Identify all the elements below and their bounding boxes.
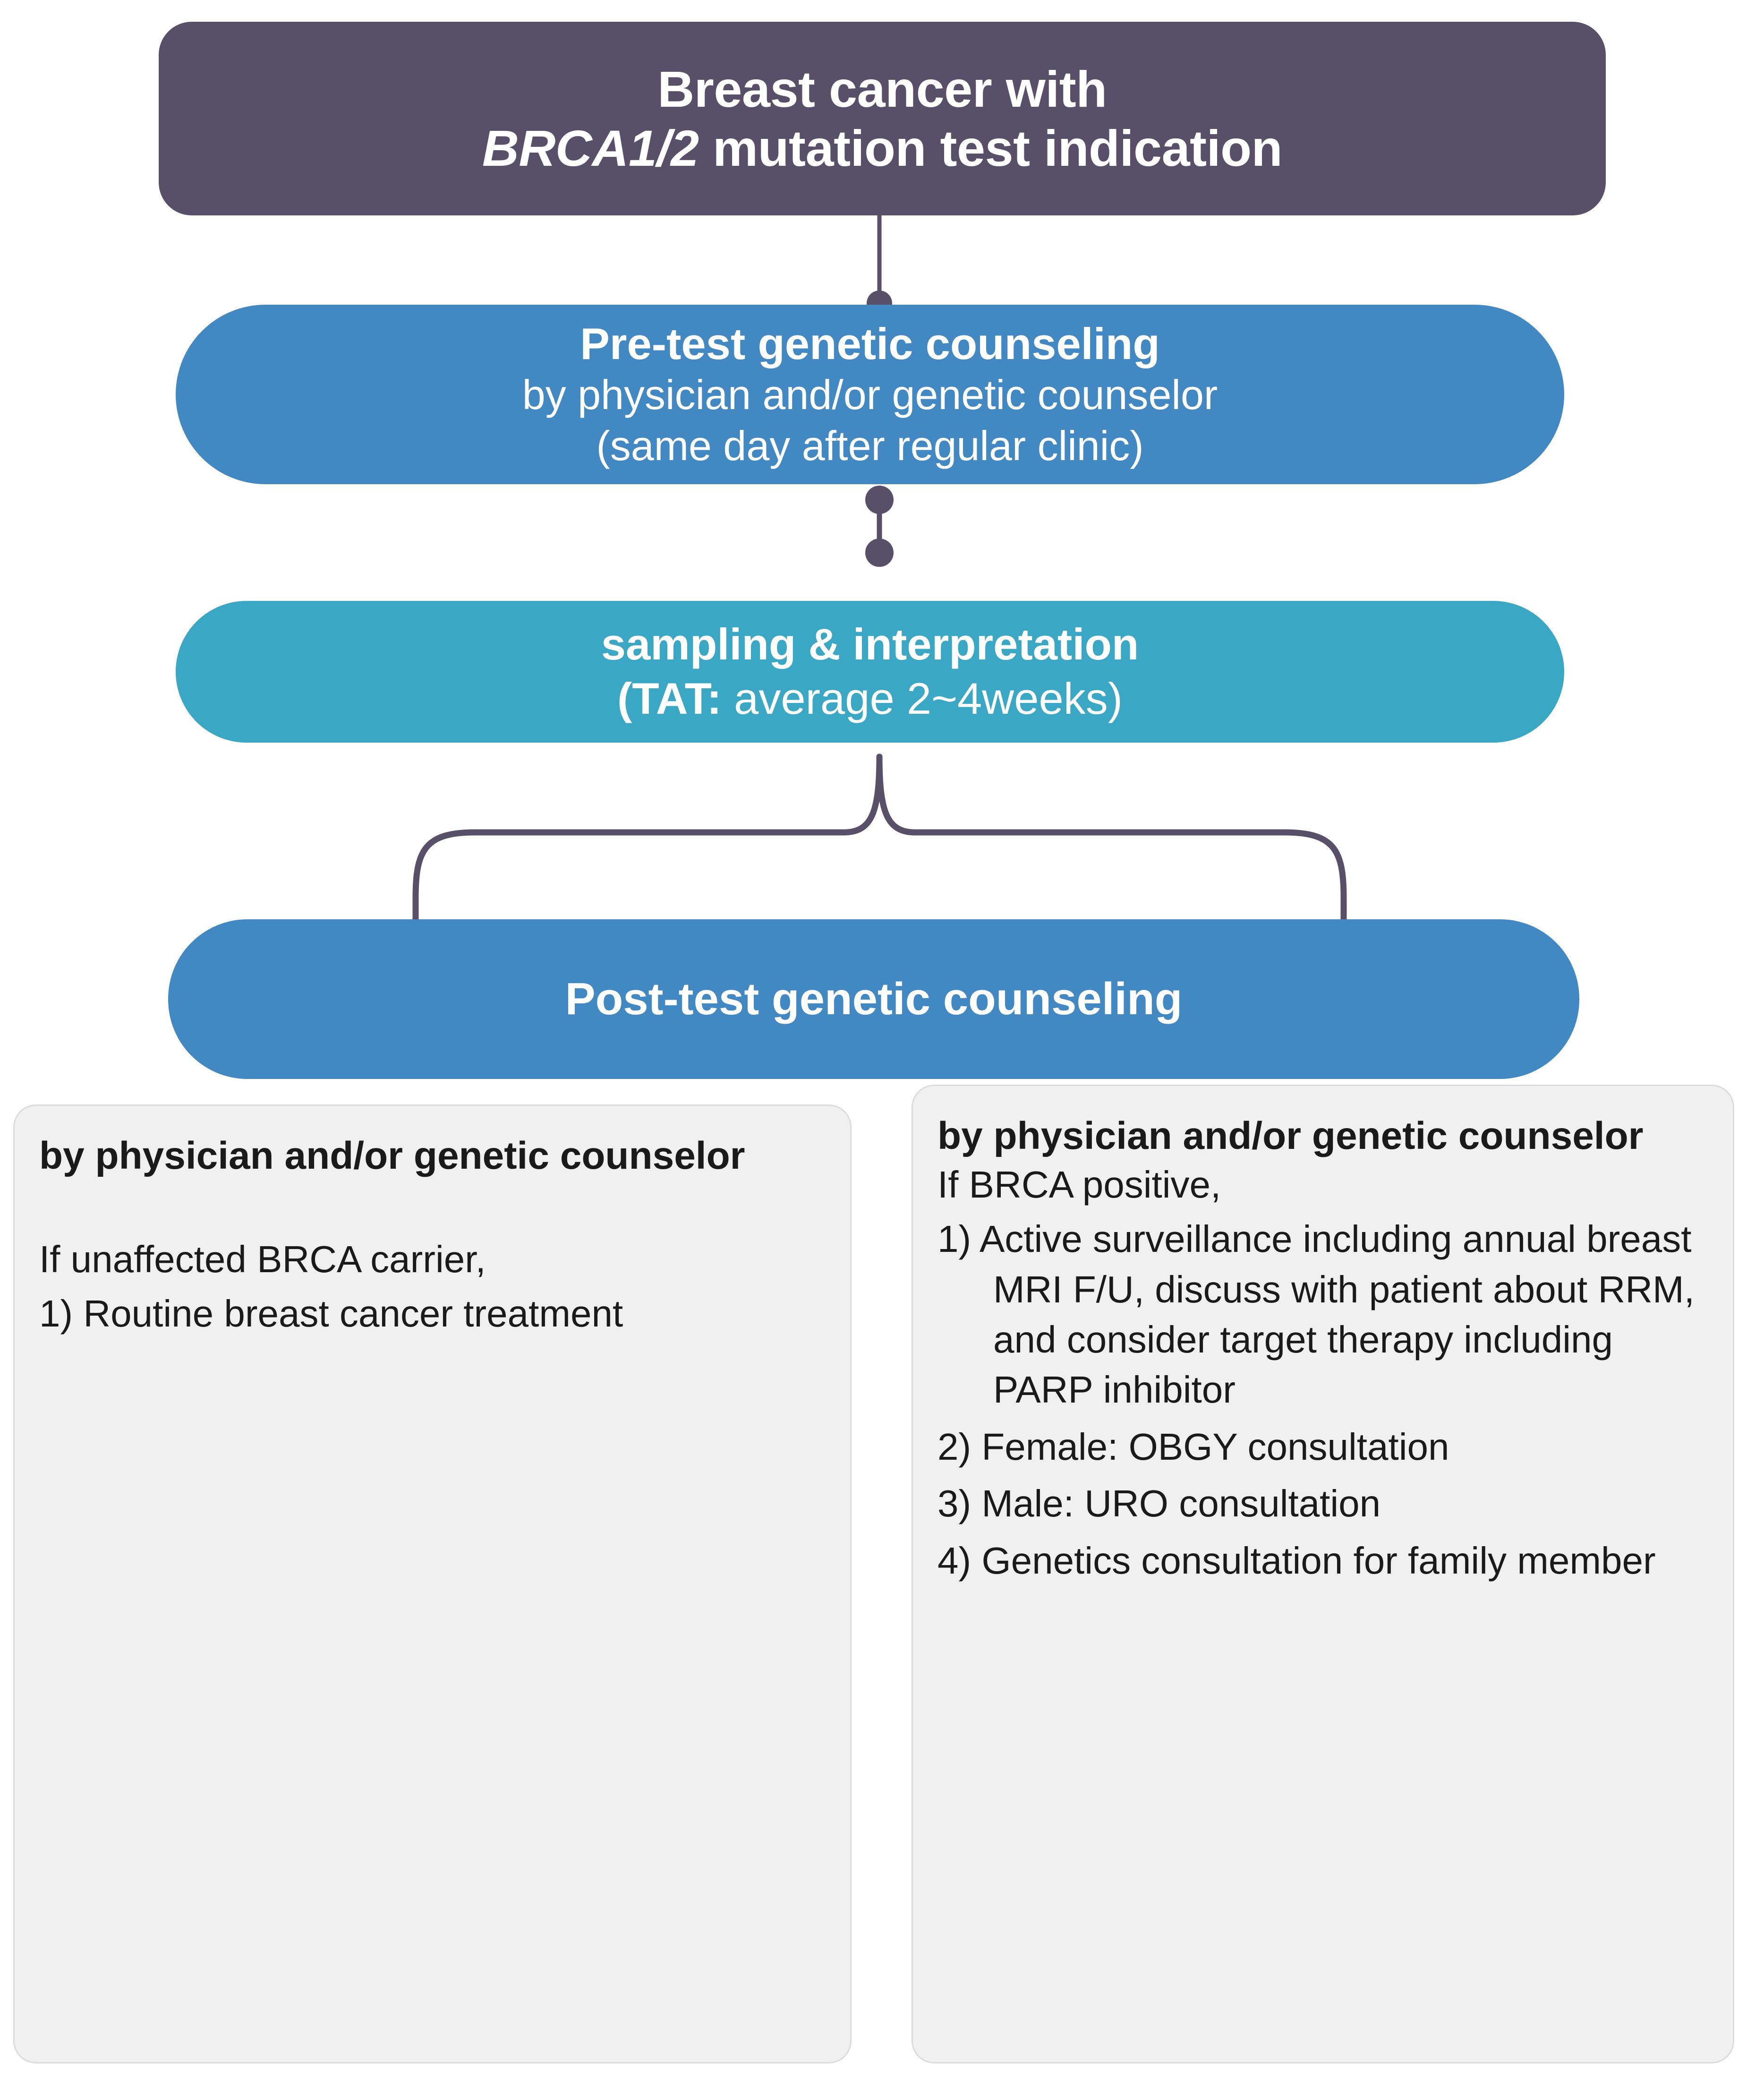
node-pretest-line3: (same day after regular clinic) <box>596 422 1144 469</box>
list-item: 3) Male: URO consultation <box>937 1482 1381 1525</box>
panel-right-title: by physician and/or genetic counselor <box>937 1114 1644 1157</box>
node-sampling-tat-label: (TAT: <box>617 674 722 723</box>
node-sampling-and-interpretation: sampling & interpretation (TAT: average … <box>176 601 1564 743</box>
panel-brca-positive: by physician and/or genetic counselor If… <box>912 1085 1734 2063</box>
node-pretest-line2: by physician and/or genetic counselor <box>522 371 1218 419</box>
node-sampling-line2: (TAT: average 2~4weeks) <box>617 672 1123 726</box>
panel-left-spacer-small <box>39 1284 829 1289</box>
node-indication-line2: BRCA1/2 mutation test indication <box>482 119 1283 178</box>
node-breast-cancer-indication: Breast cancer with BRCA1/2 mutation test… <box>159 22 1606 215</box>
list-item: 4) Genetics consultation for family memb… <box>937 1539 1656 1582</box>
panel-left-item-list: 1) Routine breast cancer treatment <box>39 1289 829 1339</box>
panel-left-lead: If unaffected BRCA carrier, <box>39 1238 486 1281</box>
node-sampling-line1: sampling & interpretation <box>601 619 1139 669</box>
node-post-test-genetic-counseling: Post-test genetic counseling <box>168 919 1579 1079</box>
node-sampling-tat-value: average 2~4weeks) <box>721 674 1123 723</box>
panel-right-spacer-small <box>937 1209 1712 1214</box>
panel-left-spacer <box>39 1180 829 1235</box>
node-indication-gene-label: BRCA1/2 <box>482 120 699 177</box>
panel-right-lead: If BRCA positive, <box>937 1164 1221 1206</box>
node-pretest-heading: Pre-test genetic counseling <box>580 319 1160 369</box>
list-item: 1) Routine breast cancer treatment <box>39 1292 623 1335</box>
node-indication-line2-rest: mutation test indication <box>699 120 1283 177</box>
panel-right-item-list: 1) Active surveillance including annual … <box>937 1214 1712 1586</box>
connector-pretest-to-sampling <box>865 486 894 567</box>
panel-left-title: by physician and/or genetic counselor <box>39 1134 745 1177</box>
node-posttest-heading: Post-test genetic counseling <box>565 974 1183 1025</box>
list-item: 2) Female: OBGY consultation <box>937 1425 1449 1468</box>
node-indication-line1: Breast cancer with <box>657 60 1107 118</box>
node-pre-test-genetic-counseling: Pre-test genetic counseling by physician… <box>176 305 1564 484</box>
list-item: 1) Active surveillance including annual … <box>937 1218 1695 1411</box>
connector-indication-to-pretest <box>867 215 892 316</box>
panel-unaffected-brca-carrier: by physician and/or genetic counselor If… <box>13 1104 852 2063</box>
